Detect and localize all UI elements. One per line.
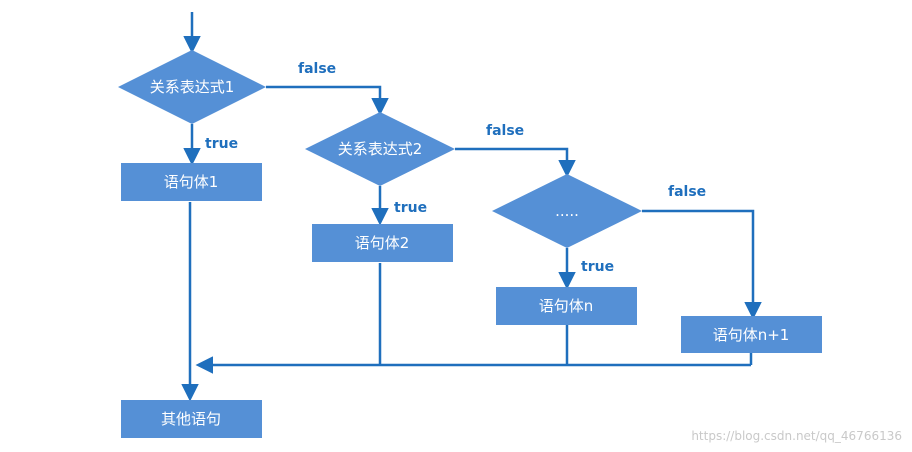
decision-cond1-label: 关系表达式1 — [150, 78, 235, 96]
statement-other-label: 其他语句 — [161, 410, 221, 428]
statement-other: 其他语句 — [121, 400, 262, 438]
label-true-3: true — [581, 259, 614, 275]
decision-cond2-label: 关系表达式2 — [338, 140, 423, 158]
statement-bodyn-label: 语句体n — [539, 297, 594, 315]
label-true-2: true — [394, 200, 427, 216]
statement-body2: 语句体2 — [312, 224, 453, 262]
decision-cond1: 关系表达式1 — [118, 50, 266, 124]
label-false-1: false — [298, 61, 336, 77]
decision-cond3-label: ..... — [555, 202, 579, 220]
label-true-1: true — [205, 136, 238, 152]
statement-bodyn1-label: 语句体n+1 — [713, 326, 790, 344]
watermark-text: https://blog.csdn.net/qq_46766136 — [691, 429, 902, 443]
decision-cond2: 关系表达式2 — [305, 112, 455, 186]
label-false-2: false — [486, 123, 524, 139]
statement-bodyn1: 语句体n+1 — [681, 316, 822, 353]
statement-bodyn: 语句体n — [496, 287, 637, 325]
cond1-false-arrow — [266, 85, 389, 116]
label-false-3: false — [668, 184, 706, 200]
cond3-false-arrow — [642, 209, 762, 320]
decision-cond3: ..... — [492, 174, 642, 248]
statement-body2-label: 语句体2 — [355, 234, 410, 252]
cond2-false-arrow — [455, 147, 576, 178]
connectors — [181, 12, 762, 402]
statement-body1-label: 语句体1 — [164, 173, 219, 191]
statement-body1: 语句体1 — [121, 163, 262, 201]
